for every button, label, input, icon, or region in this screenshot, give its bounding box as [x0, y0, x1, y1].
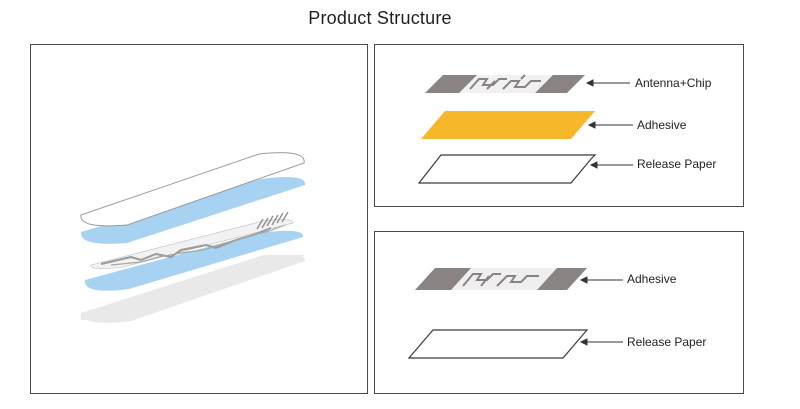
- arrow-group: [579, 276, 623, 346]
- page-title: Product Structure: [308, 8, 452, 28]
- antenna-coil-icon: [256, 211, 289, 230]
- wet-inlay-illustration: [417, 74, 633, 184]
- dry-inlay-illustration: [407, 268, 623, 359]
- label-antenna-chip: Antenna+Chip: [635, 76, 712, 90]
- wet-inlay-structure-panel: Antenna+Chip Adhesive Release Paper: [374, 44, 744, 207]
- inlay-layer: [90, 219, 294, 269]
- label-adhesive: Adhesive: [627, 272, 677, 286]
- exploded-layers-illustration: [80, 152, 306, 323]
- arrowhead-icon: [579, 276, 588, 284]
- backing-layer-shape: [82, 254, 306, 323]
- arrow-group: [585, 79, 633, 169]
- layer-stack-panel: [30, 44, 368, 394]
- arrowhead-icon: [589, 161, 598, 169]
- release-paper-layer: [407, 329, 589, 359]
- face-layer: [80, 152, 305, 227]
- arrowhead-icon: [585, 79, 594, 87]
- label-adhesive: Adhesive: [637, 118, 687, 132]
- antenna-chip-strip: [425, 74, 585, 93]
- blue-layer-bottom: [84, 230, 304, 291]
- blue-layer-top: [80, 177, 306, 244]
- dry-inlay-structure-panel: Adhesive Release Paper: [374, 231, 744, 394]
- arrowhead-icon: [587, 121, 596, 129]
- arrowhead-icon: [579, 338, 588, 346]
- label-release-paper: Release Paper: [627, 335, 707, 349]
- label-release-paper: Release Paper: [637, 157, 717, 171]
- antenna-trace-2: [110, 224, 286, 266]
- antenna-chip-strip: [415, 268, 587, 290]
- release-paper-layer: [417, 154, 597, 184]
- adhesive-layer-yellow: [421, 111, 595, 139]
